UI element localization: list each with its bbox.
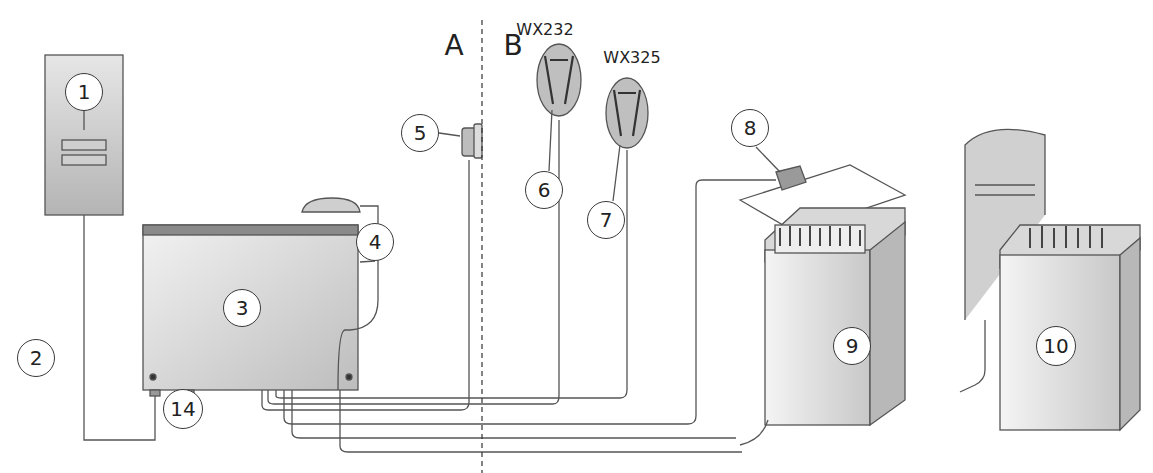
model-label: WX232 [516, 22, 573, 38]
callout-number: 5 [414, 123, 427, 143]
callout-number: 8 [744, 118, 757, 138]
callout-circle: 8 [731, 109, 769, 147]
callout-number: 10 [1043, 336, 1068, 356]
model-label: WX325 [603, 50, 660, 66]
callout-circle: 1 [65, 73, 103, 111]
region-letter: A [444, 32, 463, 60]
callout-number: 14 [170, 399, 195, 419]
callout-circle: 14 [163, 389, 203, 429]
callout-circle: 9 [833, 327, 871, 365]
callout-number: 7 [600, 210, 613, 230]
callout-circle: 7 [587, 201, 625, 239]
callout-number: 3 [236, 298, 249, 318]
callout-number: 1 [78, 82, 91, 102]
callout-number: 4 [369, 232, 382, 252]
callout-circle: 5 [401, 114, 439, 152]
callout-circle: 10 [1036, 326, 1076, 366]
callout-circle: 2 [17, 339, 55, 377]
callout-number: 9 [846, 336, 859, 356]
callout-circle: 3 [223, 289, 261, 327]
callout-circle: 4 [356, 223, 394, 261]
callout-number: 6 [538, 180, 551, 200]
callout-circle: 6 [525, 171, 563, 209]
callout-number: 2 [30, 348, 43, 368]
